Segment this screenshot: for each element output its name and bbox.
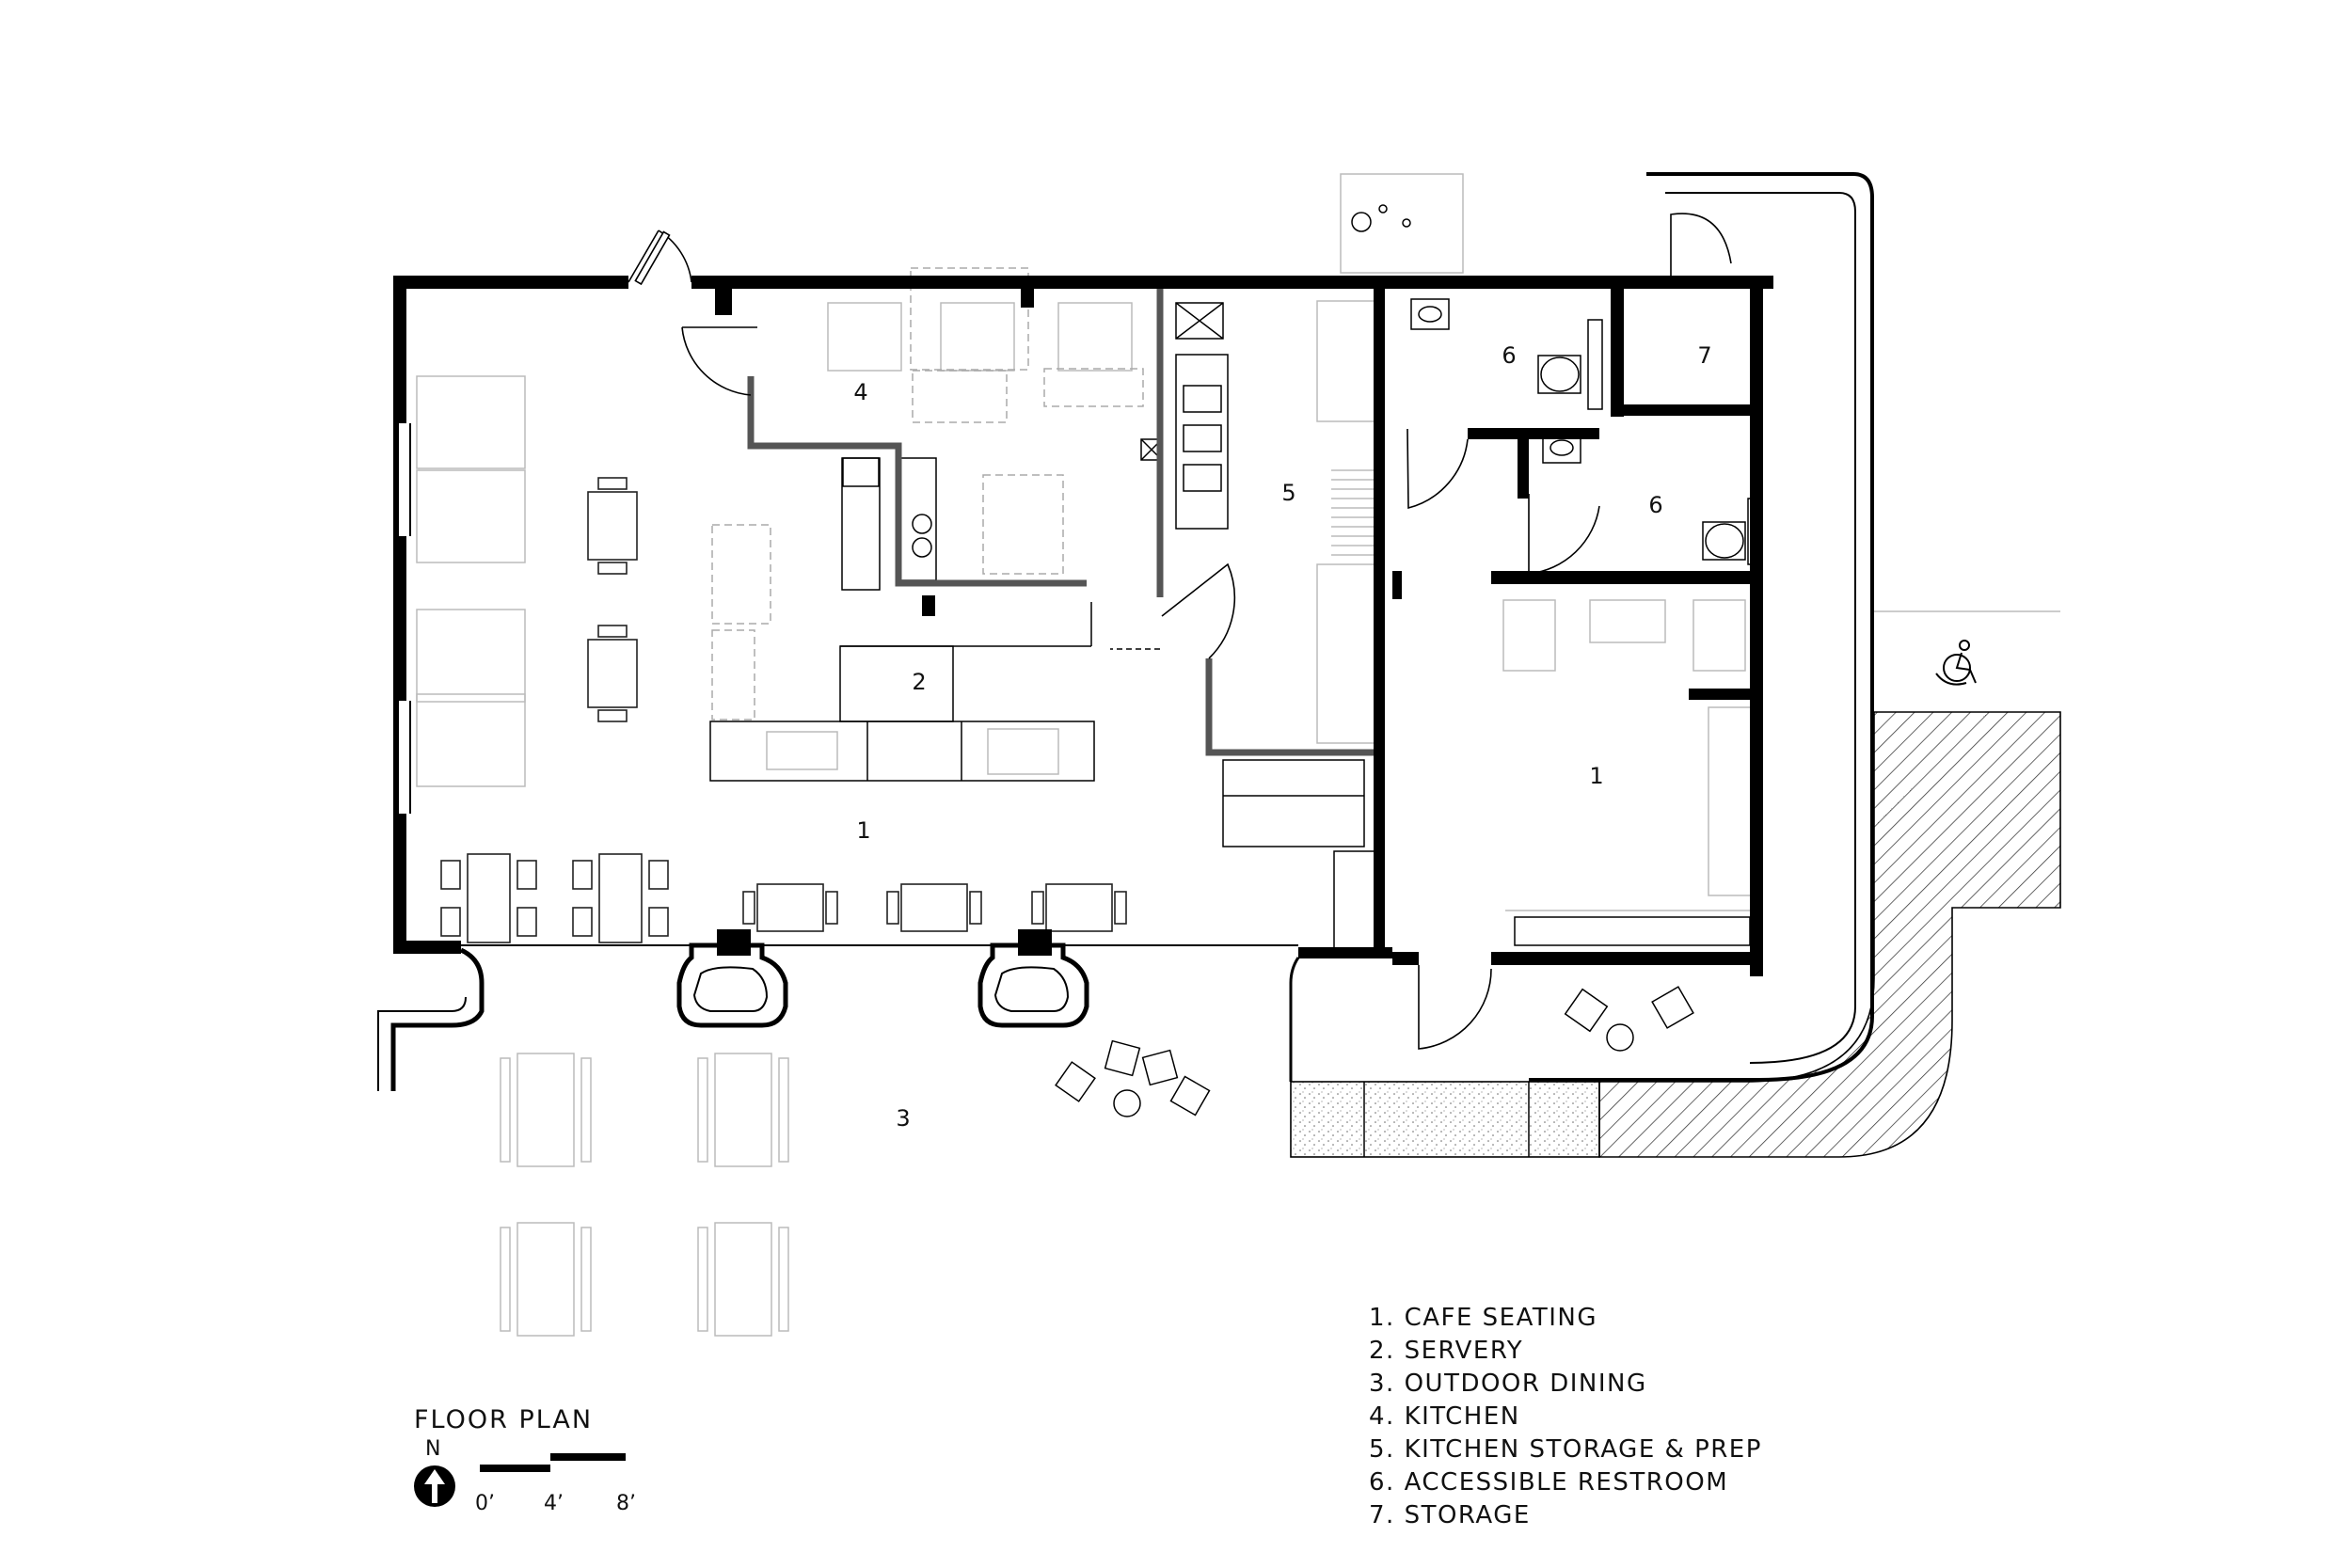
kitchen-equipment <box>827 267 1144 591</box>
table-group-west-1 <box>587 477 638 575</box>
room-label-restroom-2: 6 <box>1648 492 1662 518</box>
prep-shelving <box>1316 300 1384 744</box>
scale-label-8: 8’ <box>616 1492 636 1515</box>
south-tables <box>440 853 1127 943</box>
legend-item-6: 6. ACCESSIBLE RESTROOM <box>1369 1468 1728 1497</box>
legend-item-7: 7. STORAGE <box>1369 1501 1531 1529</box>
legend-item-4: 4. KITCHEN <box>1369 1402 1520 1431</box>
room-label-east-seating: 1 <box>1589 763 1603 789</box>
scale-label-4: 4’ <box>544 1492 564 1515</box>
entry-landing <box>1290 1081 1600 1158</box>
bay-planters <box>377 929 1300 1091</box>
room-labels: 1 2 3 4 5 6 6 7 1 <box>853 342 1711 1132</box>
legend-item-3: 3. OUTDOOR DINING <box>1369 1370 1647 1398</box>
furniture-layer <box>416 172 2061 1337</box>
title-block: FLOOR PLAN N 0’ 4’ 8’ <box>414 1405 636 1515</box>
parking-hatch <box>1598 711 2061 1158</box>
room-label-kitchen: 4 <box>853 379 867 405</box>
triple-sink <box>1140 302 1229 530</box>
room-label-servery: 2 <box>912 669 926 695</box>
north-label: N <box>425 1437 440 1461</box>
utility-pad <box>1340 173 1464 274</box>
walls-layer <box>393 276 1773 976</box>
room-label-outdoor-dining: 3 <box>896 1105 910 1132</box>
legend-item-5: 5. KITCHEN STORAGE & PREP <box>1369 1435 1762 1464</box>
scale-label-0: 0’ <box>475 1492 495 1515</box>
east-seating <box>1502 599 1752 946</box>
room-label-cafe-seating: 1 <box>856 817 870 844</box>
outdoor-round-tables <box>1055 986 1694 1117</box>
entry-steps <box>1222 759 1382 956</box>
scale-bar <box>480 1453 626 1472</box>
room-label-storage: 7 <box>1697 342 1711 369</box>
table-group-west-2 <box>587 625 638 722</box>
room-label-kitchen-storage: 5 <box>1281 480 1295 506</box>
doors-layer <box>628 213 1732 1050</box>
outdoor-tables <box>500 1053 789 1337</box>
servery-counter <box>709 602 1095 782</box>
legend-item-2: 2. SERVERY <box>1369 1337 1523 1365</box>
room-label-restroom-1: 6 <box>1502 342 1516 369</box>
legend-item-1: 1. CAFE SEATING <box>1369 1304 1597 1332</box>
legend: 1. CAFE SEATING 2. SERVERY 3. OUTDOOR DI… <box>1369 1304 1762 1529</box>
west-banquette <box>416 375 526 787</box>
accessibility-icon <box>1935 640 1977 686</box>
north-arrow-icon <box>414 1465 455 1507</box>
plan-title: FLOOR PLAN <box>414 1405 593 1434</box>
